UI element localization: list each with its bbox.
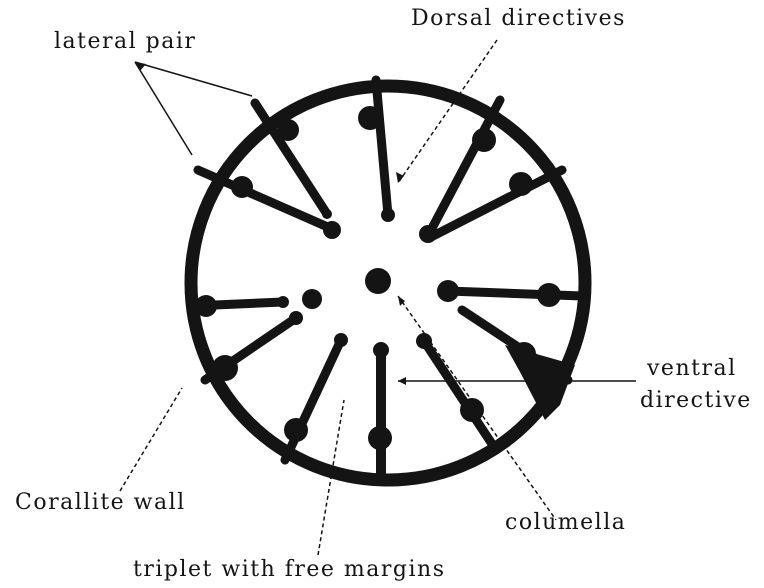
label-lateral-pair: lateral pair	[54, 29, 196, 55]
label-directive: directive	[640, 388, 752, 414]
label-ventral: ventral	[647, 356, 737, 382]
columella-dot	[365, 268, 391, 294]
leader-corallite-wall	[120, 388, 182, 491]
label-dorsal-directives: Dorsal directives	[411, 6, 626, 32]
septum-triplet-a	[284, 333, 348, 460]
septum-left	[192, 295, 289, 317]
septum-dorsal	[358, 80, 395, 222]
septum-lower-right-b	[416, 333, 496, 450]
septum-lower-left	[205, 311, 303, 381]
septum-ventral	[368, 342, 392, 478]
label-corallite-wall: Corallite wall	[15, 490, 186, 516]
label-triplet: triplet with free margins	[133, 557, 446, 583]
label-columella: columella	[505, 510, 626, 536]
septum-right	[437, 280, 582, 307]
free-bead-left	[302, 289, 322, 309]
septum-upper-right-b	[433, 170, 562, 236]
